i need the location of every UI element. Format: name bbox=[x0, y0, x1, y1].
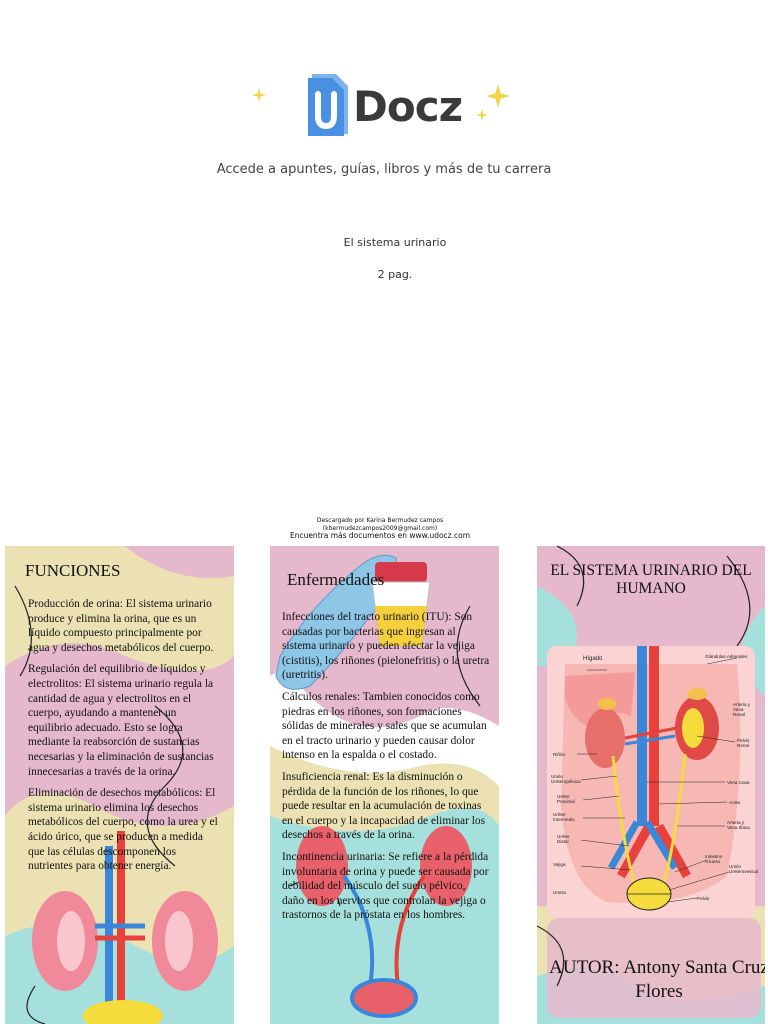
label-aorta: Aorta bbox=[729, 800, 740, 805]
panel-cover: EL SISTEMA URINARIO DEL HUMANO bbox=[537, 546, 765, 1024]
label-rinon: Riñón bbox=[553, 752, 566, 757]
page-count: 2 pag. bbox=[377, 268, 413, 281]
label-ureter-proximal: Uréter Proximal bbox=[557, 794, 575, 804]
label-arteria-vena-renal: Arteria y Vena Renal bbox=[733, 702, 751, 717]
label-pelvis: Pelvis bbox=[697, 896, 710, 901]
logo-wordmark: Docz bbox=[353, 82, 463, 131]
sparkle-icon bbox=[252, 88, 266, 102]
label-ureter-intermedio: Uréter Intermedio bbox=[553, 812, 575, 822]
cover-title: EL SISTEMA URINARIO DEL HUMANO bbox=[550, 562, 752, 597]
label-vejiga: Vejiga bbox=[553, 862, 566, 867]
paragraph: Cálculos renales: Tambien conocidos como… bbox=[282, 690, 487, 762]
panel-enfermedades: Enfermedades Infecciones del tracto urin… bbox=[270, 546, 499, 1024]
label-pelvis-renal: Pelvis Renal bbox=[737, 738, 750, 748]
section-body: Producción de orina: El sistema urinario… bbox=[28, 597, 218, 881]
label-union-ureteropelvica: Unión Ureteropélvica bbox=[551, 774, 581, 784]
label-union-ureterovesical: Unión Ureterovesical bbox=[729, 864, 759, 874]
label-glandulas-adrenales: Glándulas Adrenales bbox=[705, 654, 748, 659]
paragraph: Regulación del equilibrio de líquidos y … bbox=[28, 663, 214, 778]
label-higado: Hígado bbox=[583, 656, 603, 662]
panel-background bbox=[270, 546, 499, 1024]
paragraph: Insuficiencia renal: Es la disminución o… bbox=[282, 770, 486, 842]
label-intestino-grueso: Intestino Grueso bbox=[705, 854, 723, 864]
udocz-logo[interactable]: Docz bbox=[306, 72, 466, 138]
udocz-logo-mark-icon bbox=[308, 74, 348, 136]
sparkle-icon bbox=[476, 109, 488, 121]
download-notice-email: (kbermudezcampos2009@gmail.com) bbox=[322, 525, 438, 532]
label-vena-cava: Vena Cava bbox=[727, 780, 750, 785]
panel-background bbox=[5, 546, 234, 1024]
label-uretra: Uretra bbox=[553, 890, 566, 895]
paragraph: Eliminación de desechos metabólicos: El … bbox=[28, 787, 218, 873]
panel-funciones: FUNCIONES Producción de orina: El sistem… bbox=[5, 546, 234, 1024]
download-notice-link[interactable]: Encuentra más documentos en www.udocz.co… bbox=[289, 531, 471, 540]
tagline: Accede a apuntes, guías, libros y más de… bbox=[216, 162, 552, 177]
urinary-system-diagram: Hígado Glándulas Adrenales Pelvis Renal … bbox=[547, 646, 759, 918]
section-body: Infecciones del tracto urinario (ITU): S… bbox=[282, 610, 490, 930]
paragraph: Producción de orina: El sistema urinario… bbox=[28, 598, 214, 654]
label-ureter-distal: Uréter Distal bbox=[557, 834, 570, 844]
section-title: Enfermedades bbox=[287, 570, 385, 589]
paragraph: Incontinencia urinaria: Se refiere a la … bbox=[282, 850, 489, 922]
paragraph: Infecciones del tracto urinario (ITU): S… bbox=[282, 611, 490, 682]
sparkle-icon bbox=[486, 84, 510, 108]
author-name: AUTOR: Antony Santa Cruz Flores bbox=[549, 957, 765, 1002]
document-title: El sistema urinario bbox=[343, 236, 447, 249]
label-arteria-vena-iliaca: Arteria y Vena Ilíaca bbox=[727, 820, 750, 830]
section-title: FUNCIONES bbox=[25, 561, 121, 580]
download-notice-user: Descargado por Karina Bermudez campos bbox=[316, 517, 444, 524]
urinary-anatomy-illustration bbox=[547, 646, 755, 918]
